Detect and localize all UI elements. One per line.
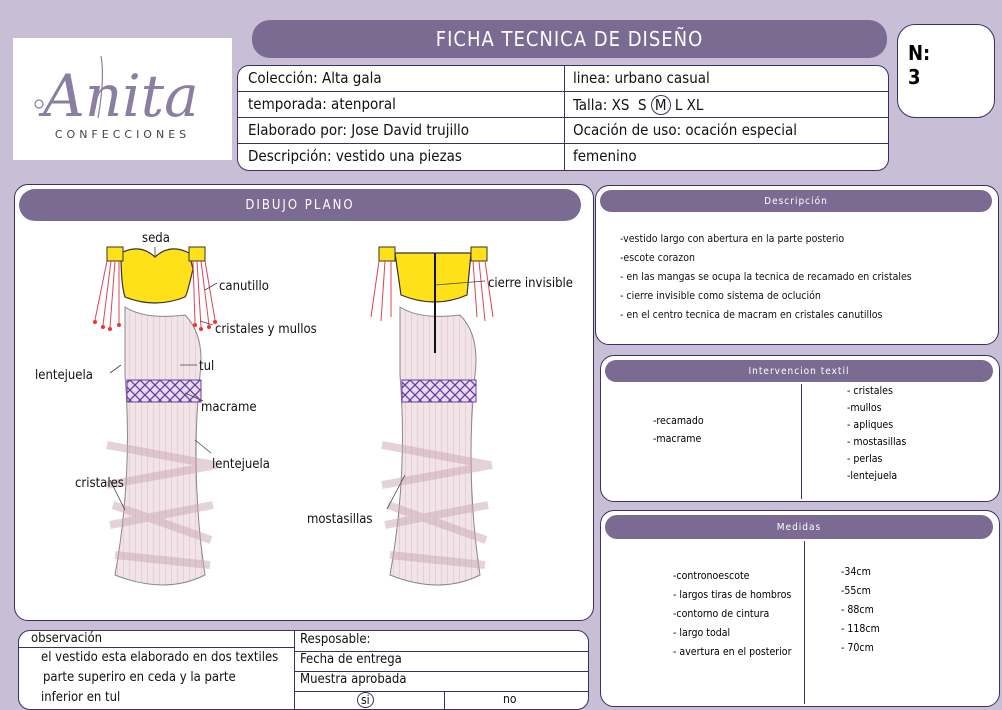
sheet-number-label: N: (908, 41, 931, 65)
observation-label: observación (31, 631, 103, 646)
sheet-number-value: 3 (908, 65, 921, 89)
label-cristales-mullos: cristales y mullos (215, 322, 317, 337)
dress-flat-sketches: seda canutillo cristales y mullos lentej… (35, 231, 573, 586)
delivery-date-label: Fecha de entrega (300, 652, 402, 667)
textile-materials: - cristales -mullos - apliques - mostasi… (847, 385, 907, 482)
description-title: Descripción (600, 190, 992, 212)
info-collection: Colección: Alta gala (248, 69, 382, 87)
sheet-number-box: N: 3 (897, 24, 995, 118)
label-cristales: cristales (75, 476, 124, 491)
brand-subtitle: CONFECCIONES (54, 128, 191, 141)
dress-front-sketch (93, 246, 218, 586)
observation-line-3: inferior en tul (41, 690, 121, 705)
label-mostasillas: mostasillas (307, 512, 373, 527)
info-occasion: Ocación de uso: ocación especial (573, 121, 798, 139)
description-item: - en las mangas se ocupa la tecnica de r… (620, 271, 912, 283)
approval-no-option[interactable]: no (503, 692, 517, 706)
info-season: temporada: atenporal (248, 95, 396, 113)
page-title: FICHA TECNICA DE DISEÑO (252, 20, 887, 58)
info-size: Talla: XS S M L XL (573, 95, 704, 115)
label-tul: tul (199, 359, 214, 374)
measurement-names: -contronoescote - largos tiras de hombro… (673, 570, 792, 658)
info-line: linea: urbano casual (573, 69, 710, 87)
label-lentejuela-2: lentejuela (212, 457, 270, 472)
measurements-panel: Medidas -contronoescote - largos tiras d… (600, 510, 1000, 707)
size-selected: M (650, 95, 671, 115)
approval-yes-option[interactable]: si (357, 692, 374, 708)
responsible-label: Resposable: (300, 632, 371, 647)
observation-line-1: el vestido esta elaborado en dos textile… (41, 650, 279, 665)
info-table: Colección: Alta gala temporada: atenpora… (237, 65, 889, 171)
observation-table: observación el vestido esta elaborado en… (18, 630, 589, 710)
description-item: -vestido largo con abertura en la parte … (620, 233, 845, 245)
observation-line-2: parte superiro en ceda y la parte (43, 670, 236, 685)
flat-drawing-panel: DIBUJO PLANO (14, 184, 594, 621)
textile-techniques: -recamado -macrame (653, 415, 704, 445)
measurement-values: -34cm -55cm - 88cm - 118cm - 70cm (841, 566, 880, 654)
measurements-title: Medidas (605, 515, 993, 539)
label-lentejuela-1: lentejuela (35, 368, 93, 383)
textile-intervention-title: Intervencion textil (605, 360, 993, 382)
info-description: Descripción: vestido una piezas (248, 147, 462, 165)
flat-drawing-title: DIBUJO PLANO (19, 189, 581, 221)
svg-text:Anita: Anita (38, 62, 199, 130)
label-seda: seda (142, 231, 170, 246)
info-gender: femenino (573, 147, 637, 165)
label-cierre-invisible: cierre invisible (488, 276, 573, 291)
description-list: -vestido largo con abertura en la parte … (620, 230, 912, 325)
dress-back-sketch (370, 246, 494, 586)
brand-logo: Anita CONFECCIONES (13, 38, 232, 160)
textile-intervention-panel: Intervencion textil -recamado -macrame -… (600, 355, 1000, 502)
info-author: Elaborado por: Jose David trujillo (248, 121, 469, 139)
description-item: - en el centro tecnica de macram en cris… (620, 309, 883, 321)
label-canutillo: canutillo (219, 279, 269, 294)
description-item: -escote corazon (620, 252, 695, 264)
description-item: - cierre invisible como sistema de ocluc… (620, 290, 821, 302)
sample-approved-label: Muestra aprobada (300, 672, 407, 687)
label-macrame: macrame (201, 400, 257, 415)
description-panel: Descripción -vestido largo con abertura … (595, 185, 999, 345)
logo-script-graphic: Anita (34, 55, 199, 130)
